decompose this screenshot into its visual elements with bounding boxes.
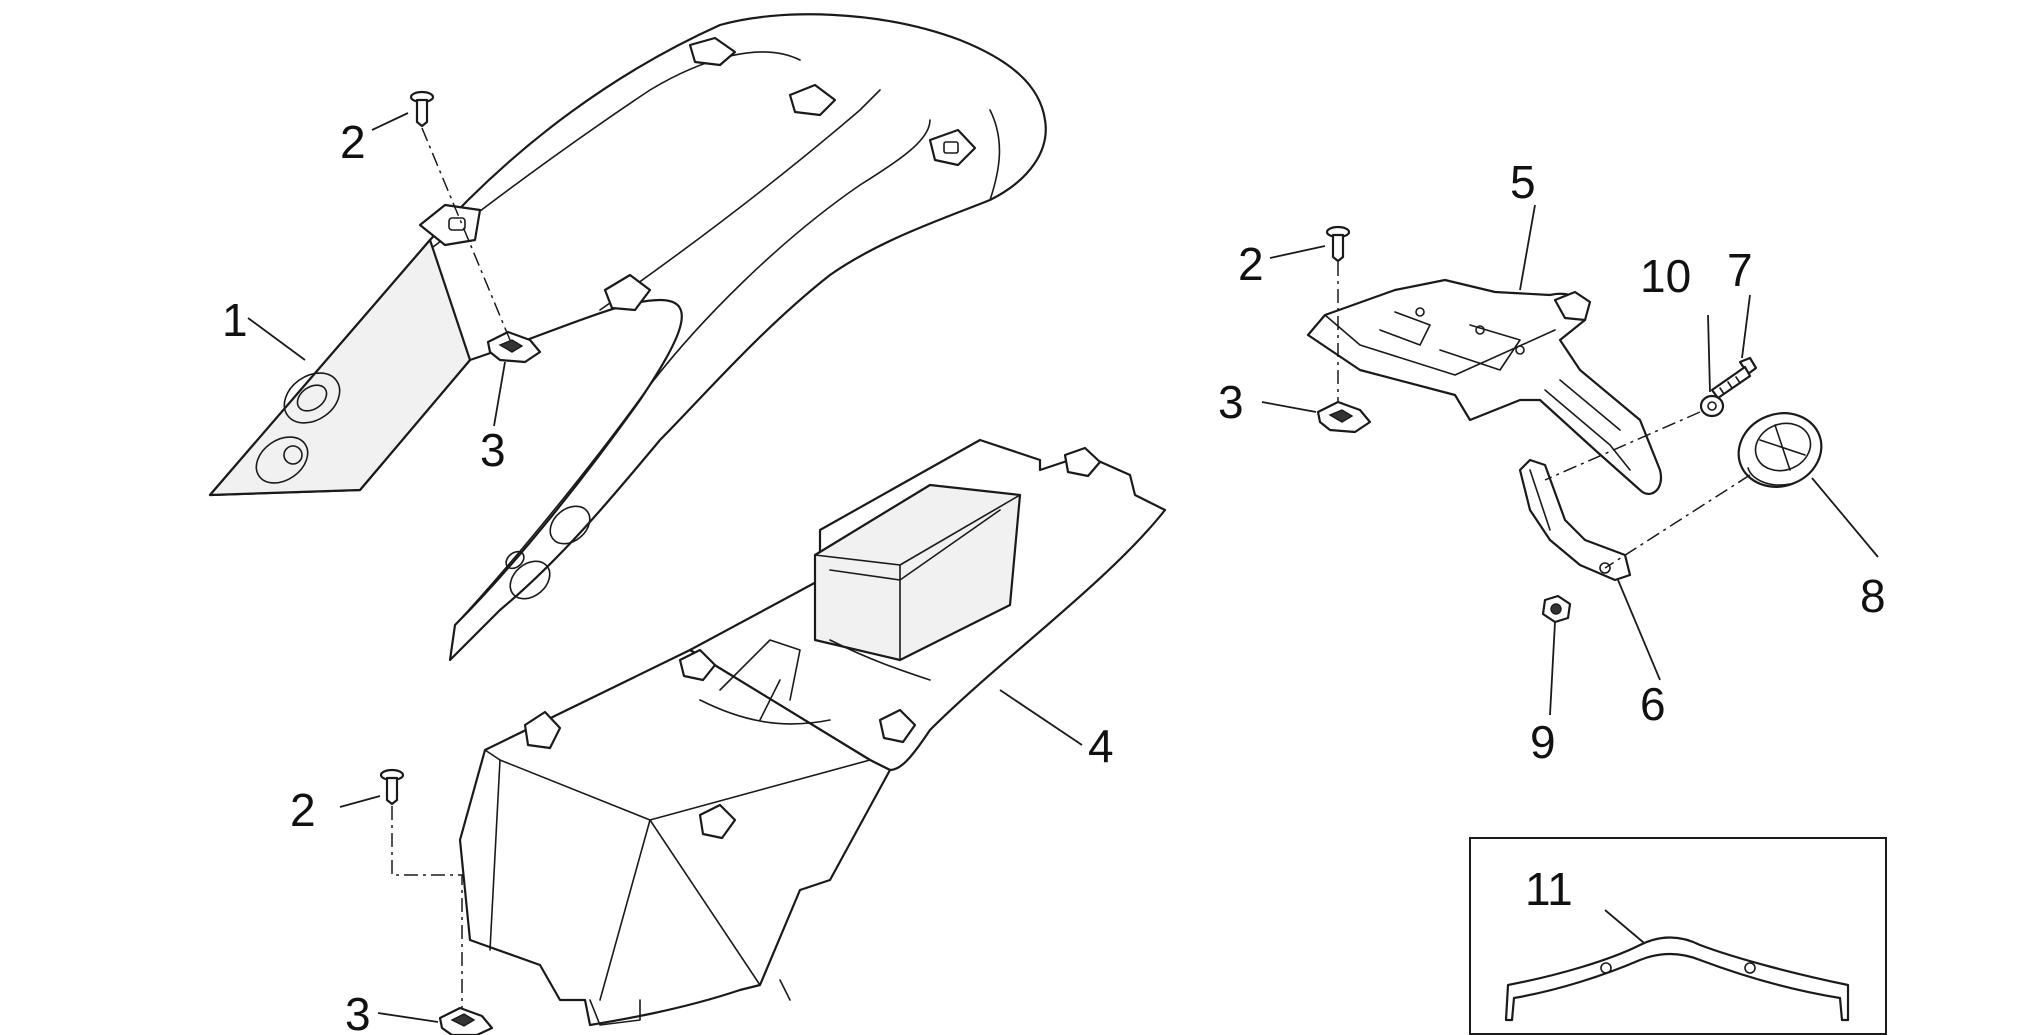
part-10-washer	[1699, 394, 1725, 418]
callout-3-top: 3	[480, 424, 506, 476]
callout-8: 8	[1860, 570, 1886, 622]
callout-labels: 1 2 3 2 3 4 5 2 3 10 7 8 6 9 11	[222, 116, 1886, 1035]
screw-2-right	[1325, 225, 1351, 263]
callout-3-right: 3	[1218, 376, 1244, 428]
screw-2-top	[409, 90, 435, 128]
part-6-bracket	[1518, 458, 1632, 582]
part-7-bolt	[1710, 356, 1758, 400]
inset-box-part-11	[1469, 837, 1887, 1035]
callout-6: 6	[1640, 678, 1666, 730]
part-9-nut	[1541, 594, 1572, 624]
clip-3-right	[1316, 400, 1372, 434]
part-5-plate-holder	[1306, 278, 1663, 495]
part-8-reflector	[1737, 412, 1823, 488]
assembly-axes	[391, 127, 1751, 1008]
callout-2-right: 2	[1238, 238, 1264, 290]
part-4-undertray	[458, 438, 1167, 1027]
screw-2-bottom	[379, 768, 405, 806]
callout-2-bottom: 2	[290, 784, 316, 836]
clip-3-bottom	[438, 1006, 494, 1035]
callout-1: 1	[222, 294, 248, 346]
callout-7: 7	[1727, 244, 1753, 296]
callout-3-bottom: 3	[345, 988, 371, 1035]
callout-4: 4	[1088, 720, 1114, 772]
callout-10: 10	[1640, 250, 1691, 302]
clip-3-top	[486, 330, 542, 364]
leader-lines	[247, 112, 1879, 1023]
callout-5: 5	[1510, 156, 1536, 208]
callout-11: 11	[1525, 863, 1573, 915]
callout-9: 9	[1530, 716, 1556, 768]
part-1-rear-fender	[208, 13, 1047, 662]
callout-2-top: 2	[340, 116, 366, 168]
